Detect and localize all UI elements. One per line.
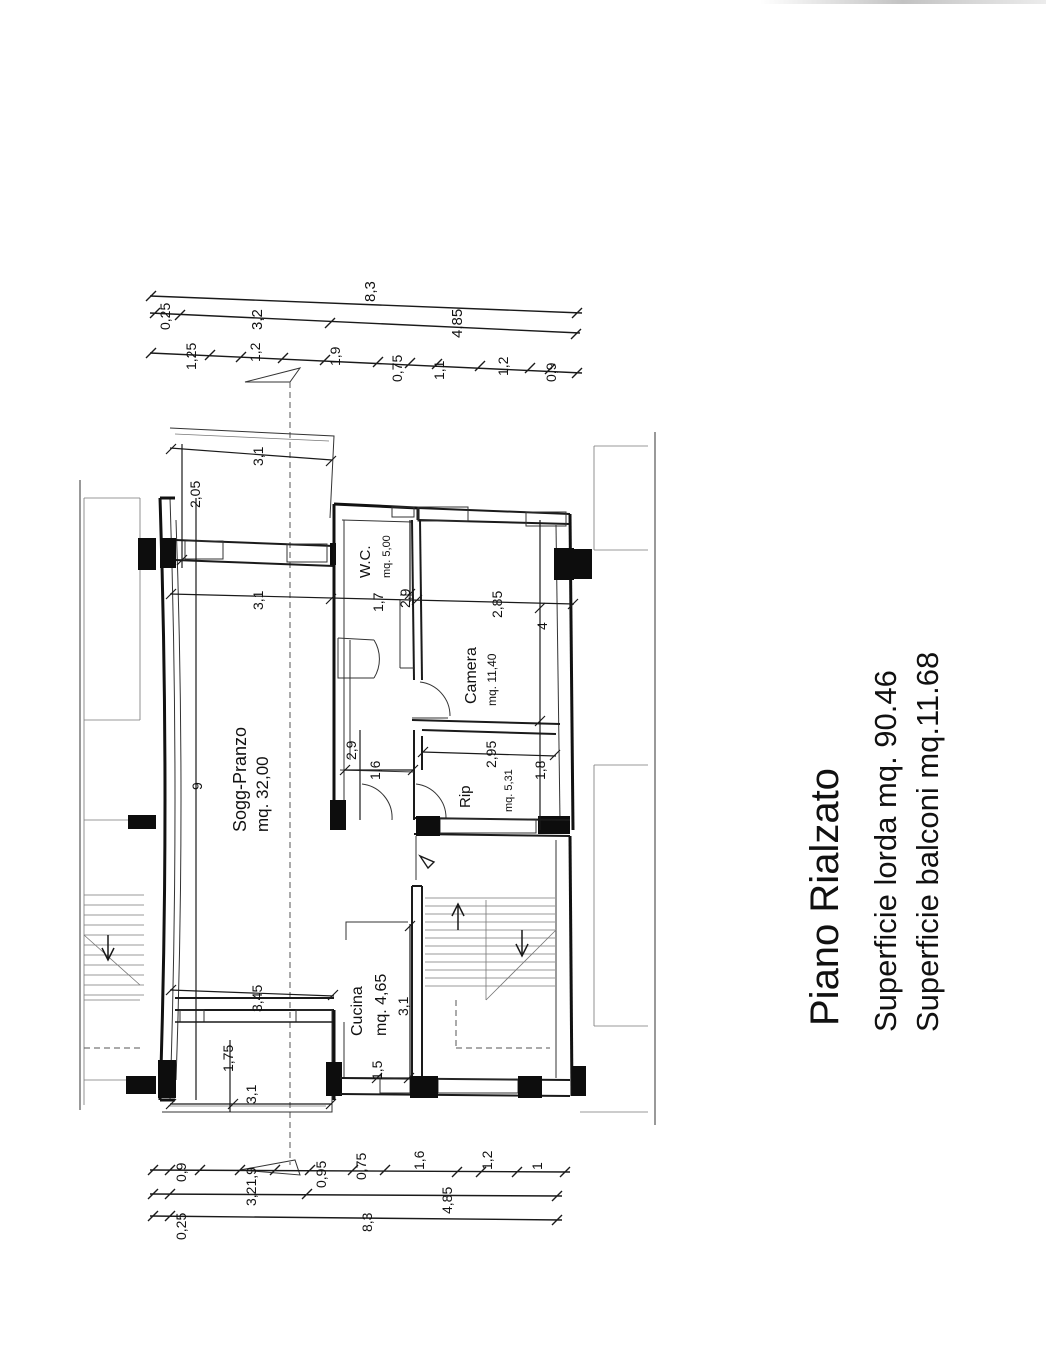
right-neighbour-building <box>572 432 656 1125</box>
dim-inner-285: 2,85 <box>489 591 505 618</box>
dim-inner-18: 1,8 <box>532 760 548 780</box>
room-rip-name: Rip <box>457 785 474 808</box>
inner-dimension-lines: 3,1 2,05 3,1 1,7 2,9 2,85 4 9 2,9 1,6 2,… <box>165 443 579 1112</box>
dim-inner-31a: 3,1 <box>250 446 266 466</box>
room-labels: Sogg-Pranzo mq. 32,00 W.C. mq. 5,00 Came… <box>230 535 515 1036</box>
top-dimension-lines: 8,3 0,25 3,2 4,85 1,25 1,2 1,9 0,75 1,1 … <box>145 281 583 382</box>
dim-inner-9: 9 <box>189 782 205 790</box>
room-camera-name: Camera <box>463 647 480 704</box>
room-cucina-area: mq. 4,65 <box>373 974 390 1036</box>
room-rip-area: mq. 5,31 <box>503 769 515 812</box>
dim-inner-345: 3,45 <box>249 985 265 1012</box>
room-cucina-name: Cucina <box>349 986 366 1036</box>
dim-inner-295: 2,95 <box>483 741 499 768</box>
dim-top-125: 1,25 <box>183 343 199 370</box>
dim-top-12a: 1,2 <box>247 342 263 362</box>
bottom-dimension-lines: 0,9 3,21,9 0,95 0,75 1,6 1,2 1 0,25 8,3 … <box>147 1150 571 1240</box>
dim-bottom-485: 4,85 <box>439 1187 455 1214</box>
dim-bottom-095: 0,95 <box>313 1161 329 1188</box>
room-soggiorno-name: Sogg-Pranzo <box>230 727 250 832</box>
dim-inner-16: 1,6 <box>367 760 383 780</box>
dim-top-total: 8,3 <box>362 281 379 302</box>
balcony-area-text: Superficie balconi mq.11.68 <box>910 652 945 1032</box>
scan-edge-artifact <box>760 0 1046 4</box>
dim-inner-31b: 3,1 <box>250 590 266 610</box>
dim-inner-29b: 2,9 <box>343 740 359 760</box>
dim-top-485: 4,85 <box>449 309 466 338</box>
bottom-balcony <box>162 1020 333 1113</box>
gross-area-text: Superficie lorda mq. 90.46 <box>868 670 903 1032</box>
title-block: Piano Rialzato Superficie lorda mq. 90.4… <box>803 652 945 1032</box>
apartment-walls <box>158 496 575 1102</box>
dim-bottom-075: 0,75 <box>353 1153 369 1180</box>
dim-bottom-09: 0,9 <box>173 1162 189 1182</box>
section-markers <box>239 367 302 1176</box>
room-wc-area: mq. 5,00 <box>381 535 393 578</box>
dim-top-32: 3,2 <box>249 309 266 330</box>
plan-title: Piano Rialzato <box>803 768 847 1026</box>
room-camera-area: mq. 11,40 <box>485 653 499 706</box>
dim-top-12b: 1,2 <box>495 356 511 376</box>
dim-bottom-83: 8,3 <box>359 1212 375 1232</box>
dim-inner-31d: 3,1 <box>243 1084 259 1104</box>
dim-bottom-12: 1,2 <box>479 1150 495 1170</box>
top-balcony <box>169 427 335 519</box>
left-neighbour-building <box>79 480 156 1110</box>
dim-bottom-1: 1 <box>529 1162 545 1170</box>
dim-bottom-025: 0,25 <box>173 1213 189 1240</box>
dim-inner-205: 2,05 <box>187 481 203 508</box>
dim-top-025: 0,25 <box>157 303 173 330</box>
dim-inner-29a: 2,9 <box>397 588 413 608</box>
dim-bottom-3219: 3,21,9 <box>243 1167 259 1206</box>
room-wc-name: W.C. <box>357 546 374 579</box>
dim-inner-17: 1,7 <box>370 592 386 612</box>
dim-top-09: 0,9 <box>543 362 559 382</box>
dim-inner-175: 1,75 <box>220 1045 236 1072</box>
dim-top-19: 1,9 <box>327 346 343 366</box>
room-soggiorno-area: mq. 32,00 <box>253 756 272 832</box>
dim-top-075: 0,75 <box>389 355 405 382</box>
dim-top-11: 1,1 <box>431 360 447 380</box>
dim-inner-15: 1,5 <box>369 1060 385 1080</box>
dim-inner-31c: 3,1 <box>395 996 411 1016</box>
dim-inner-4: 4 <box>534 622 550 630</box>
dim-bottom-16: 1,6 <box>411 1150 427 1170</box>
